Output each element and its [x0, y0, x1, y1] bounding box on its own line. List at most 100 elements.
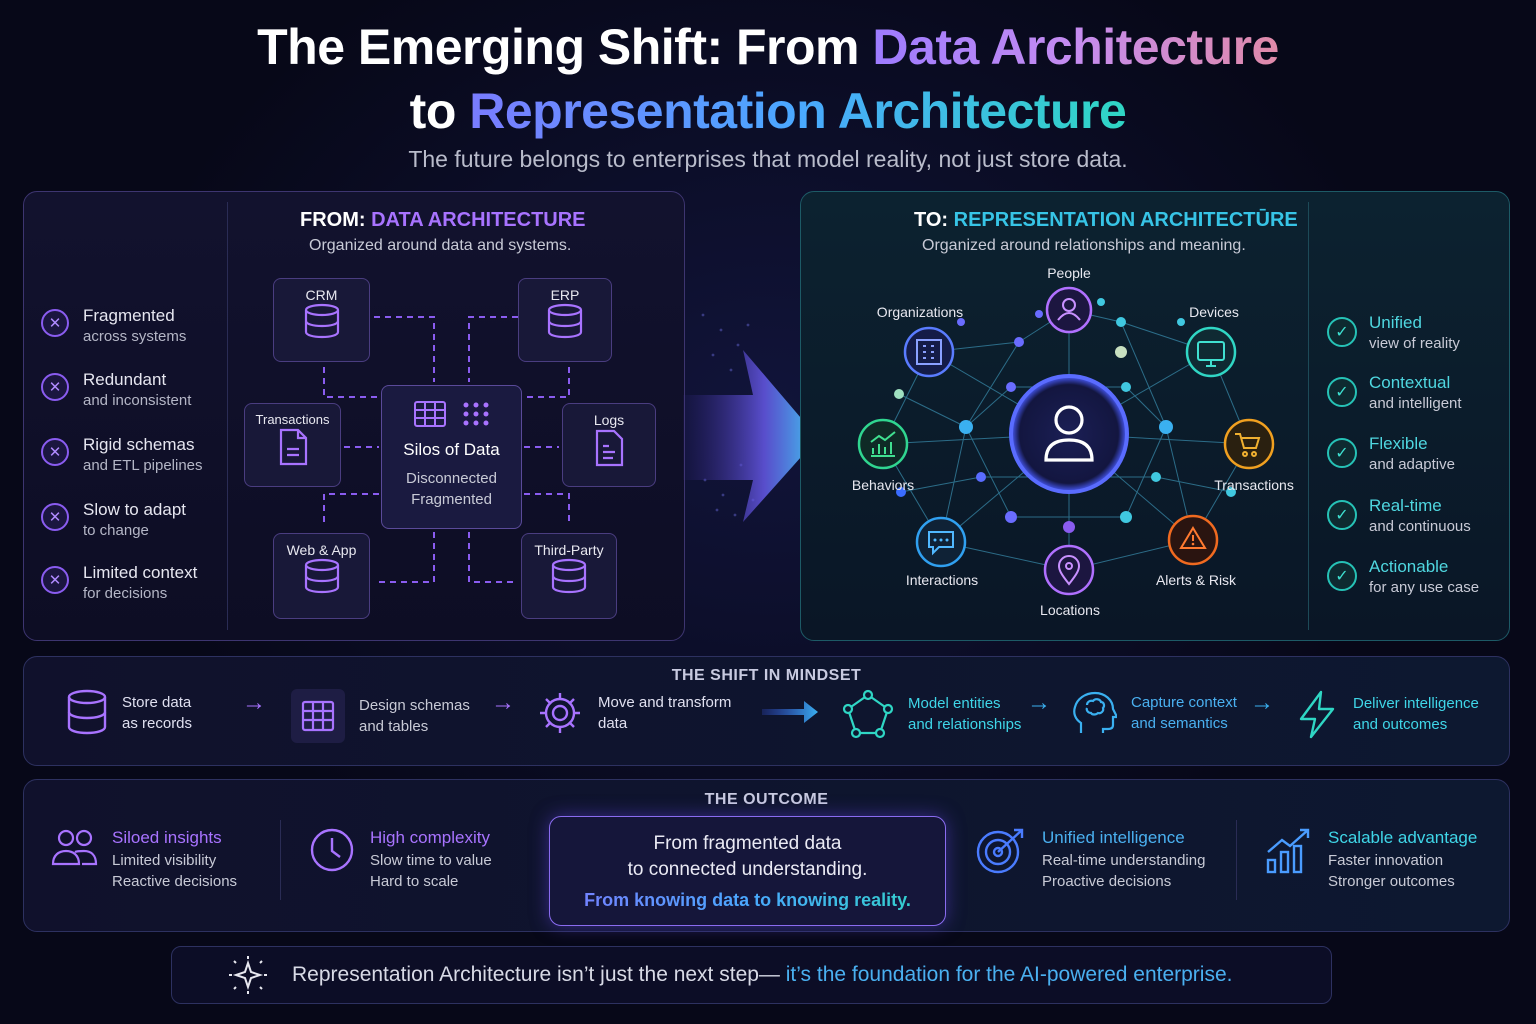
step-line-2: as records: [122, 715, 193, 732]
label-behaviors: Behaviors: [851, 477, 915, 493]
source-transactions: Transactions: [244, 403, 341, 487]
divider: [1236, 820, 1237, 900]
footer-accent: it’s the foundation for the AI-powered e…: [779, 963, 1233, 986]
source-label: CRM: [305, 287, 338, 303]
target-icon: [976, 828, 1024, 874]
benefit-detail: and intelligent: [1369, 395, 1462, 412]
benefit-title: Contextual: [1369, 373, 1451, 392]
to-prefix: TO:: [914, 209, 954, 231]
benefit-title: Unified: [1369, 313, 1422, 332]
outcome-item-line-1: Faster innovation: [1328, 852, 1444, 869]
label-alerts: Alerts & Risk: [1155, 572, 1237, 588]
outcome-item-title: Scalable advantage: [1328, 828, 1478, 847]
divider: [1308, 202, 1309, 630]
graph-small-nodes: [894, 298, 1236, 533]
x-circle-icon: ✕: [41, 566, 69, 594]
x-circle-icon: ✕: [41, 503, 69, 531]
step-line-1: Move and transform: [598, 694, 732, 711]
benefit-detail: and continuous: [1369, 518, 1471, 535]
node-devices: [1185, 326, 1237, 378]
knowledge-graph: [857, 286, 1275, 596]
step-line-1: Model entities: [908, 695, 1001, 712]
graph-icon: [842, 689, 894, 739]
source-crm: CRM: [273, 278, 370, 362]
to-heading-accent: REPRESENTATION ARCHITECTŪRE: [953, 209, 1298, 231]
label-locations: Locations: [1040, 602, 1100, 618]
title-plain-2: to: [409, 83, 470, 139]
node-transactions: [1223, 418, 1275, 470]
from-subheading: Organized around data and systems.: [309, 237, 572, 254]
node-locations: [1043, 544, 1095, 596]
step-line-1: Capture context: [1131, 694, 1237, 711]
step-line-2: and semantics: [1131, 715, 1228, 732]
check-circle-icon: ✓: [1327, 377, 1357, 407]
outcome-item-title: Unified intelligence: [1042, 828, 1185, 847]
label-interactions: Interactions: [905, 572, 979, 588]
to-subheading: Organized around relationships and meani…: [922, 237, 1246, 254]
silo-connectors: [323, 316, 570, 583]
silos-line-2: Fragmented: [411, 491, 492, 508]
footer-text: Representation Architecture isn’t just t…: [292, 963, 1232, 987]
from-heading: FROM: DATA ARCHITECTURE: [300, 209, 586, 232]
step-line-2: and tables: [359, 718, 429, 735]
benefit-detail: and adaptive: [1369, 456, 1455, 473]
footer-plain: Representation Architecture isn’t just t…: [292, 963, 780, 986]
node-alerts: [1167, 514, 1219, 566]
source-logs: Logs: [562, 403, 656, 487]
silos-line-1: Disconnected: [406, 470, 497, 487]
node-interactions: [915, 516, 967, 568]
source-label: Logs: [593, 412, 625, 428]
check-circle-icon: ✓: [1327, 317, 1357, 347]
person-icon: [1044, 405, 1094, 462]
document-icon: [279, 428, 307, 466]
step-line-2: and outcomes: [1353, 716, 1448, 733]
from-heading-accent: DATA ARCHITECTURE: [371, 209, 586, 231]
silos-center: Silos of Data Disconnected Fragmented: [381, 385, 522, 529]
grid-dots-icon: [463, 402, 488, 426]
arrow-right-icon: →: [1027, 689, 1051, 716]
label-people: People: [1047, 265, 1091, 281]
outcome-item-line-2: Reactive decisions: [112, 873, 238, 890]
label-organizations: Organizations: [876, 304, 964, 320]
growth-chart-icon: [1266, 828, 1310, 874]
problem-detail: for decisions: [83, 585, 168, 602]
database-icon: [304, 558, 339, 594]
divider: [227, 202, 228, 630]
outcome-item-line-1: Real-time understanding: [1042, 852, 1206, 869]
benefit-title: Actionable: [1369, 557, 1449, 576]
source-label: Third-Party: [534, 542, 604, 558]
arrow-right-icon: →: [242, 689, 266, 716]
outcome-title: THE OUTCOME: [704, 791, 829, 808]
sparkle-icon: [229, 956, 267, 994]
mindset-title: THE SHIFT IN MINDSET: [671, 667, 862, 684]
table-icon: [291, 689, 345, 743]
check-circle-icon: ✓: [1327, 438, 1357, 468]
mindset-step: Design schemas and tables: [291, 689, 470, 743]
from-panel: FROM: DATA ARCHITECTURE Organized around…: [23, 191, 685, 641]
table-icon: [413, 401, 446, 427]
problem-title: Fragmented: [83, 306, 175, 325]
outcome-item-line-2: Hard to scale: [370, 873, 459, 890]
x-circle-icon: ✕: [41, 438, 69, 466]
step-line-1: Design schemas: [359, 697, 470, 714]
gear-icon: [540, 693, 580, 733]
outcome-item-title: High complexity: [370, 828, 490, 847]
x-circle-icon: ✕: [41, 309, 69, 337]
source-web-app: Web & App: [273, 533, 370, 619]
highlight-line-1: From fragmented data: [653, 833, 842, 854]
database-icon: [304, 303, 339, 339]
arrow-right-icon: →: [491, 689, 515, 716]
